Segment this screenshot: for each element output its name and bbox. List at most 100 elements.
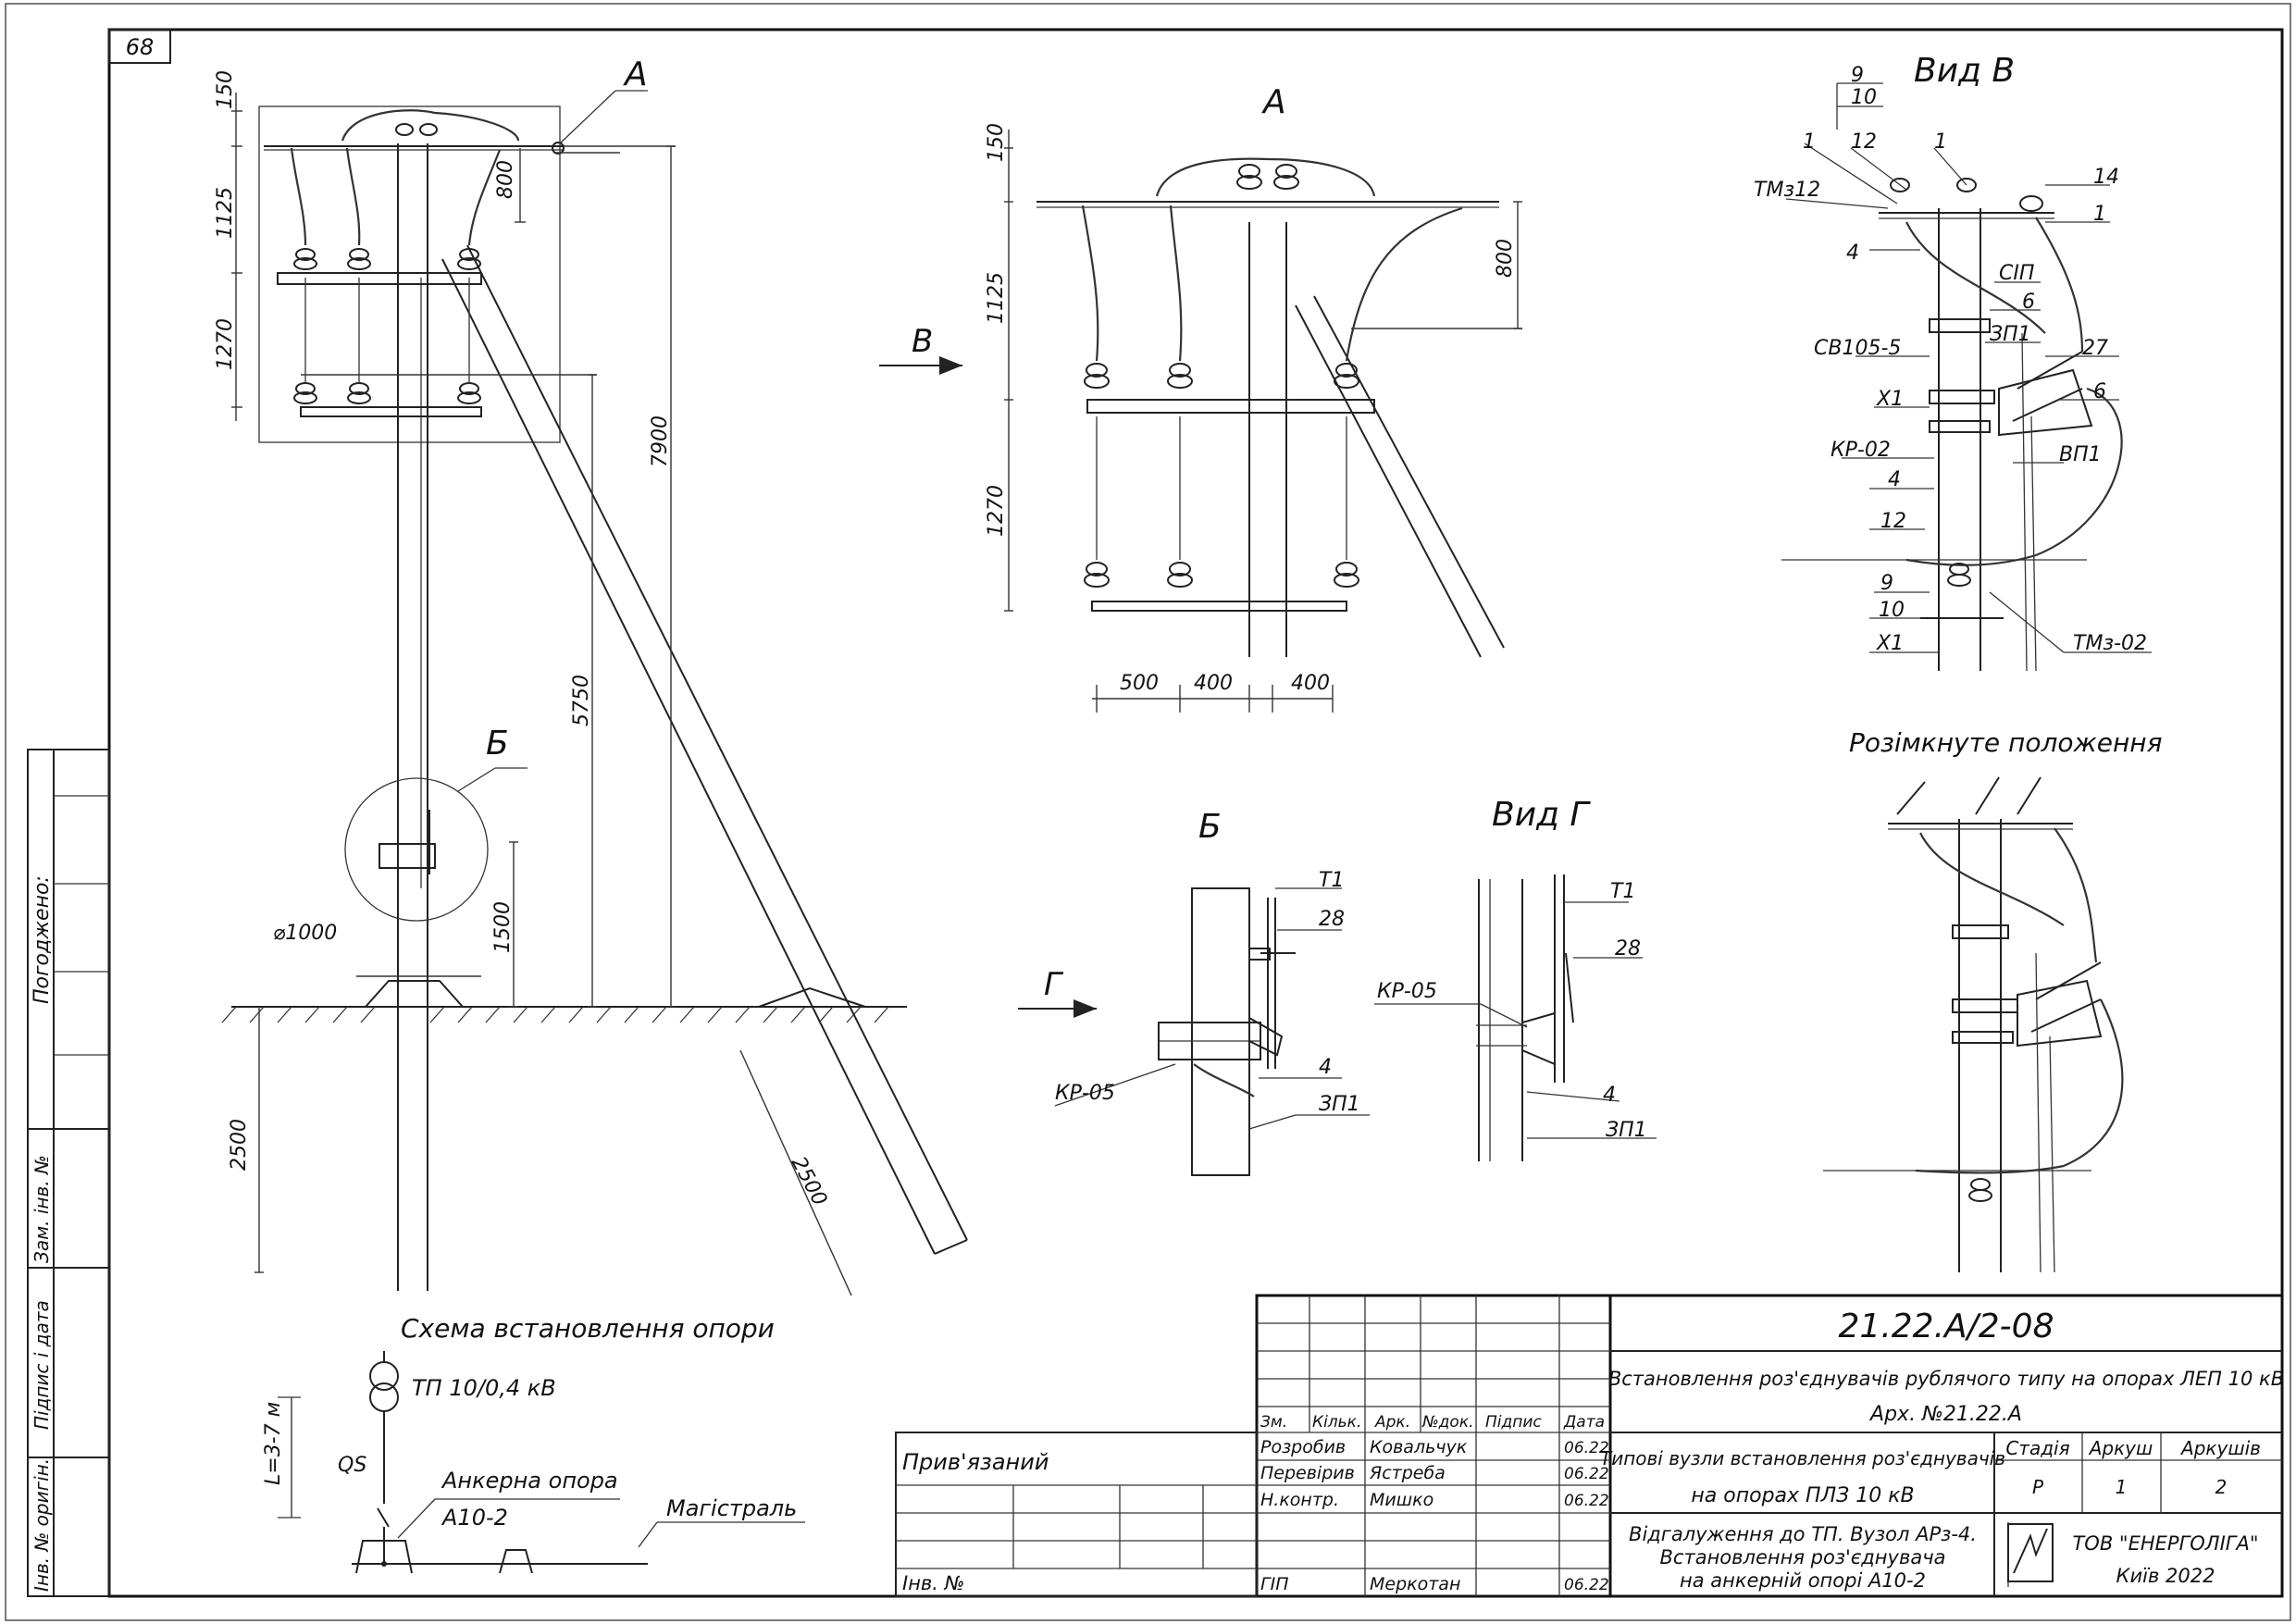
view-g-zp1: ЗП1 bbox=[1606, 1119, 1647, 1142]
view-b-label-9b: 9 bbox=[1880, 572, 1893, 595]
view-b-kr02: КР-02 bbox=[1831, 439, 1891, 462]
company-logo bbox=[2007, 1523, 2054, 1582]
scheme-length: L=3-7 м bbox=[262, 1402, 285, 1485]
row-name-1: Ковальчук bbox=[1370, 1437, 1468, 1457]
scheme-anchor: Анкерна опора bbox=[441, 1468, 618, 1494]
company-name: ТОВ "ЕНЕРГОЛІГА" bbox=[2072, 1532, 2258, 1555]
branch-line1: Відгалуження до ТП. Вузол АРз-4. bbox=[1629, 1523, 1977, 1545]
view-b-label-6a: 6 bbox=[2022, 291, 2035, 314]
detail-a-dim-400b: 400 bbox=[1291, 672, 1330, 695]
sheet-number-box bbox=[108, 29, 171, 64]
hdr-data: Дата bbox=[1563, 1413, 1605, 1432]
view-b-label-10b: 10 bbox=[1879, 599, 1905, 622]
left-strip: Погоджено: Зам. інв. № Підпис і дата Інв… bbox=[27, 749, 110, 1597]
row-role-1: Розробив bbox=[1260, 1437, 1346, 1457]
sign-date-label: Підпис і дата bbox=[31, 1300, 53, 1430]
main-dim-150: 150 bbox=[214, 70, 237, 109]
hdr-pidpys: Підпис bbox=[1485, 1413, 1542, 1432]
detail-a-dim-500: 500 bbox=[1120, 672, 1159, 695]
view-b-x1a: Х1 bbox=[1876, 388, 1904, 411]
main-dim-5750: 5750 bbox=[570, 675, 593, 726]
detail-a-dim-400a: 400 bbox=[1194, 672, 1233, 695]
inv-label: Інв. № bbox=[902, 1572, 965, 1594]
detail-a-dim-1270: 1270 bbox=[985, 485, 1008, 537]
view-b-label-1b: 1 bbox=[1934, 130, 1947, 154]
row-name-3: Мишко bbox=[1370, 1490, 1433, 1510]
detail-b-4: 4 bbox=[1319, 1056, 1332, 1079]
approved-label: Погоджено: bbox=[31, 875, 54, 1004]
detail-a-dim-800: 800 bbox=[1494, 239, 1517, 278]
main-dim-2500-strut: 2500 bbox=[787, 1153, 831, 1209]
view-b-zp1: ЗП1 bbox=[1990, 323, 2031, 346]
view-g: Вид Г Т1 28 КР-05 4 ЗП1 bbox=[1374, 796, 1657, 1161]
sheet-header: Аркуш bbox=[2088, 1437, 2153, 1459]
inner-frame bbox=[107, 28, 2284, 1598]
view-b-x1b: Х1 bbox=[1876, 632, 1904, 655]
row-role-3: Н.контр. bbox=[1260, 1490, 1339, 1510]
typical-line1: Типові вузли встановлення роз'єднувачів bbox=[1600, 1447, 2005, 1469]
view-g-arrow-label: Г bbox=[1044, 966, 1064, 1003]
detail-a-dim-150: 150 bbox=[985, 123, 1008, 162]
row-role-2: Перевірив bbox=[1260, 1463, 1355, 1483]
outer-border bbox=[5, 3, 2291, 1621]
title-block: 21.22.А/2-08 Встановлення роз'єднувачів … bbox=[895, 1294, 2284, 1598]
view-b: Вид В 9 10 1 12 1 14 1 ТМз12 4 СІП 6 ЗП1… bbox=[1754, 52, 2152, 672]
main-callout-a: А bbox=[623, 56, 648, 93]
view-b-sip: СІП bbox=[1999, 262, 2034, 285]
branch-line2: Встановлення роз'єднувача bbox=[1660, 1546, 1946, 1568]
detail-b-t1: Т1 bbox=[1319, 869, 1344, 892]
detail-b-view: Б Г Т1 28 КР-05 4 ЗП1 bbox=[1018, 808, 1370, 1176]
scheme-main-line: Магістраль bbox=[666, 1495, 797, 1521]
detail-a-title: А bbox=[1261, 83, 1286, 121]
open-position-view: Розімкнуте положення bbox=[1823, 727, 2162, 1273]
row-name-4: Меркотан bbox=[1370, 1574, 1460, 1594]
view-g-t1: Т1 bbox=[1610, 880, 1635, 903]
main-callout-b: Б bbox=[486, 725, 509, 762]
installation-scheme: Схема встановлення опори ТП 10/0,4 кВ L=… bbox=[262, 1313, 805, 1574]
sheets-value: 2 bbox=[2215, 1476, 2228, 1498]
view-b-label-4a: 4 bbox=[1846, 242, 1859, 265]
view-b-label-4b: 4 bbox=[1888, 468, 1901, 491]
row-date-1: 06.22 bbox=[1564, 1439, 1609, 1457]
view-b-label-27: 27 bbox=[2082, 337, 2108, 360]
main-pole-view: А Б 150 1125 1270 800 7900 5750 1500 250… bbox=[214, 56, 968, 1296]
view-g-title: Вид Г bbox=[1492, 796, 1591, 834]
view-b-label-6b: 6 bbox=[2093, 380, 2106, 403]
sheet-number: 68 bbox=[126, 34, 155, 60]
scheme-tp: ТП 10/0,4 кВ bbox=[412, 1375, 556, 1401]
view-g-28: 28 bbox=[1615, 937, 1641, 961]
drawing-code: 21.22.А/2-08 bbox=[1839, 1308, 2054, 1345]
view-b-label-9: 9 bbox=[1851, 64, 1864, 87]
view-b-label-12a: 12 bbox=[1851, 130, 1877, 154]
scheme-title: Схема встановлення опори bbox=[401, 1313, 775, 1344]
main-dim-800: 800 bbox=[494, 160, 517, 199]
sheet-value: 1 bbox=[2116, 1476, 2128, 1498]
branch-line3: на анкерній опорі А10-2 bbox=[1680, 1569, 1926, 1592]
stage-header: Стадія bbox=[2005, 1437, 2069, 1459]
scheme-a10: А10-2 bbox=[441, 1505, 508, 1531]
view-b-label-1a: 1 bbox=[1803, 130, 1816, 154]
view-b-title: Вид В bbox=[1914, 52, 2015, 90]
view-b-label-1c: 1 bbox=[2093, 203, 2106, 226]
hdr-kil: Кільк. bbox=[1312, 1413, 1361, 1432]
inv-orig-label: Інв. № оригін. bbox=[31, 1458, 53, 1592]
sheets-header: Аркушів bbox=[2179, 1437, 2261, 1459]
row-date-2: 06.22 bbox=[1564, 1465, 1609, 1483]
hdr-ndok: №док. bbox=[1421, 1413, 1474, 1432]
detail-b-zp1: ЗП1 bbox=[1319, 1093, 1360, 1116]
main-dim-diameter: ⌀1000 bbox=[273, 922, 337, 945]
main-dim-1125: 1125 bbox=[214, 187, 237, 239]
detail-a-frame bbox=[258, 105, 561, 443]
row-role-4: ГІП bbox=[1260, 1574, 1288, 1594]
main-dim-2500-vertical: 2500 bbox=[228, 1119, 251, 1171]
view-b-tmz12: ТМз12 bbox=[1754, 179, 1820, 202]
detail-b-kr05: КР-05 bbox=[1055, 1082, 1115, 1105]
row-date-3: 06.22 bbox=[1564, 1492, 1609, 1510]
view-b-tmz02: ТМз-02 bbox=[2073, 632, 2147, 655]
hdr-zm: Зм. bbox=[1260, 1413, 1287, 1432]
view-b-sv105: СВ105-5 bbox=[1814, 337, 1901, 360]
scheme-qs: QS bbox=[338, 1454, 366, 1477]
detail-a-view: А В 150 1125 1270 800 500 400 400 bbox=[879, 83, 1522, 713]
